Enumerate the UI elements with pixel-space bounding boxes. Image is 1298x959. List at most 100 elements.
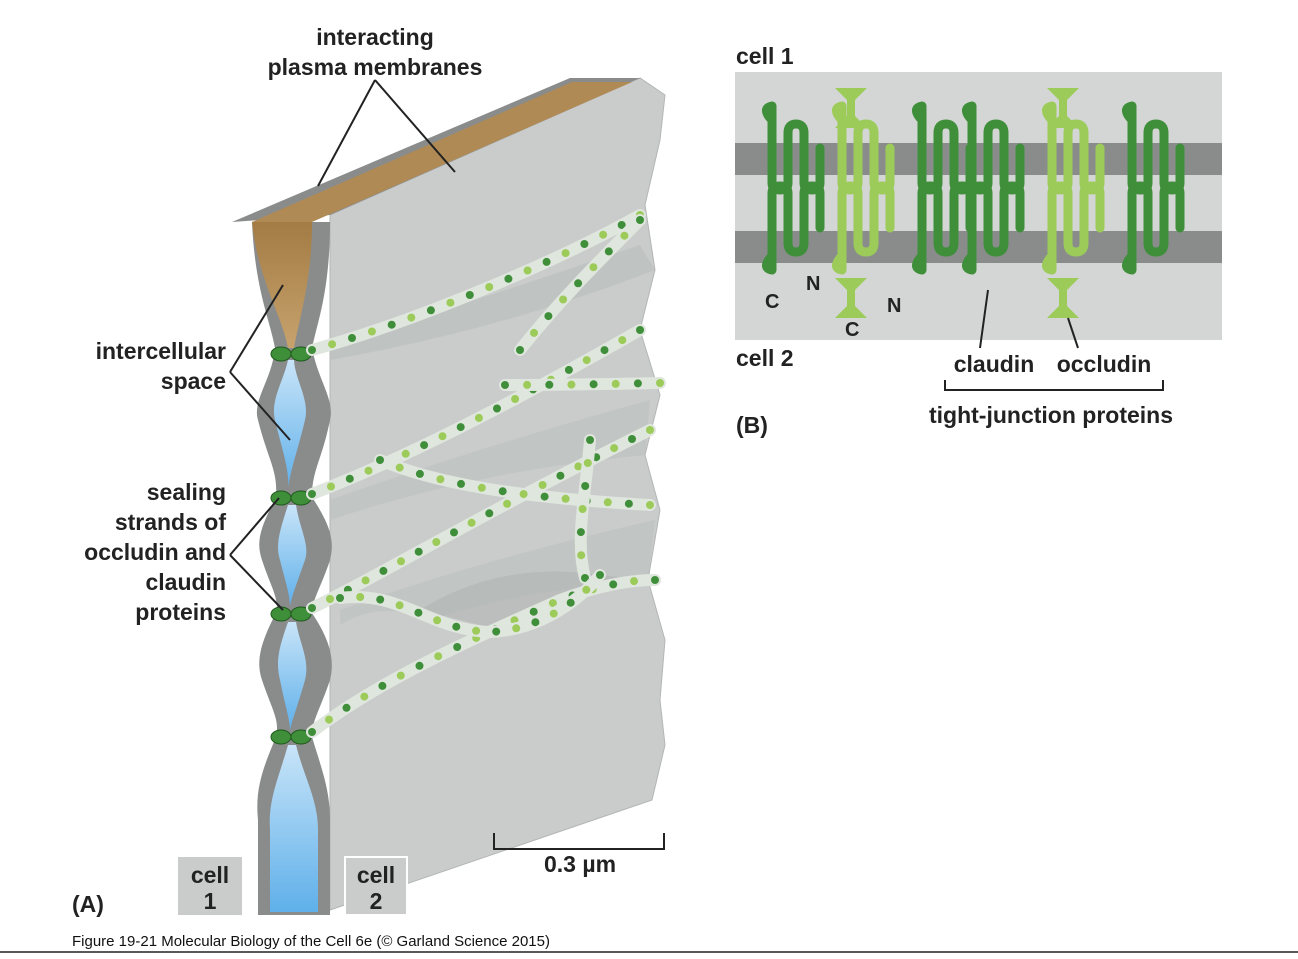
strand-bead [577, 551, 586, 560]
figure-caption: Figure 19-21 Molecular Biology of the Ce… [72, 933, 550, 950]
strand-bead [308, 346, 316, 354]
strand-bead [611, 379, 620, 388]
strand-bead [561, 494, 570, 503]
claudin-molecule [912, 181, 975, 275]
strand-bead [345, 474, 354, 483]
strand-bead [456, 423, 465, 432]
strand-bead [578, 505, 587, 513]
strand-groove [374, 454, 656, 511]
strand-bead [450, 528, 458, 537]
strand-bead [342, 703, 351, 712]
strand-bead [376, 456, 384, 464]
fold-shade [330, 400, 650, 520]
occludin-tail [835, 88, 867, 128]
occludin-molecule [832, 181, 895, 275]
strand-bead [609, 580, 618, 589]
label-strands-2: strands of [115, 509, 227, 535]
claudin-c-terminus: C [765, 291, 779, 313]
occludin-tail [835, 278, 867, 318]
strand-bead [379, 566, 388, 575]
strand-bead [367, 327, 376, 336]
strand-bead [474, 413, 483, 422]
strand-bead [561, 249, 570, 258]
cell1-box [178, 857, 242, 915]
strand-bead [465, 291, 474, 299]
strand-bead [327, 482, 335, 491]
strand-bead [582, 356, 591, 365]
strand-bead [581, 482, 590, 490]
strand-bead [472, 626, 481, 635]
strand-bead [414, 547, 423, 556]
fold-shade [330, 245, 655, 360]
strand-bead [453, 643, 462, 651]
strand-bead [529, 607, 538, 616]
strand-bead [581, 574, 589, 582]
strand-bead [530, 328, 538, 337]
strand-bead [433, 616, 442, 625]
strand-bead [434, 652, 443, 661]
strand-bead [574, 279, 583, 288]
strand-bead [603, 498, 612, 507]
label-strands-1: sealing [147, 479, 226, 505]
strand-bead [633, 379, 642, 388]
strand-bead [540, 492, 549, 501]
strand-bead [542, 257, 551, 266]
claudin-molecule [962, 181, 1025, 275]
strand-bead [512, 624, 521, 633]
intercellular-space-blue [277, 505, 307, 606]
panel-a-diagram: cell 1 cell 2 0.3 µm interacting plasma … [72, 24, 666, 917]
strand-bead [567, 380, 576, 389]
strand-bead [396, 671, 405, 680]
strand-bead [503, 499, 512, 508]
strand-bead [583, 459, 592, 467]
strand-bead [636, 216, 644, 224]
strand-bead [415, 469, 424, 478]
label-interacting: interacting [316, 24, 434, 50]
intercellular-space-blue [273, 360, 307, 490]
strand-bead [589, 263, 598, 272]
strand-bead [600, 346, 609, 355]
strand-bead [574, 462, 583, 471]
strand-bead [582, 585, 591, 594]
occludin-n-terminus: N [887, 295, 901, 317]
panel-b-diagram: cell 1 cell 2 C N C N claudin occludin t… [735, 43, 1222, 438]
cell1-box-line2: 1 [204, 888, 217, 914]
strand-bead [438, 432, 447, 441]
strand-bead [519, 490, 528, 499]
strand-bead [596, 571, 604, 579]
strand-bead [646, 501, 654, 509]
strand-bead [308, 490, 316, 498]
strand-bead [586, 436, 594, 444]
strand-bead [420, 441, 429, 450]
strand-bead [485, 283, 494, 291]
strand-bead [559, 295, 568, 304]
strand-bead [356, 593, 365, 601]
strand-bead [387, 320, 396, 329]
strand-bead [580, 240, 589, 248]
strand-bead [452, 622, 461, 631]
strand-bead [426, 306, 435, 315]
strand-bead [556, 471, 565, 480]
strand-bead [415, 661, 424, 670]
strand-bead [620, 231, 629, 240]
label-plasma-membranes: plasma membranes [268, 54, 483, 80]
strand-bead [467, 518, 476, 527]
strand-bead [610, 444, 619, 453]
occludin-tail [1047, 88, 1079, 128]
cell1-box-line1: cell [191, 862, 229, 888]
strand-bead [325, 715, 333, 724]
strand-bead [548, 599, 557, 608]
strand-bead [360, 692, 369, 701]
strand-bead [531, 618, 540, 627]
strand-bead [457, 479, 465, 488]
strand-bead [516, 346, 524, 354]
scale-bar [493, 833, 665, 850]
label-strands-5: proteins [135, 599, 226, 625]
strand-bead [397, 557, 405, 566]
strand-bead [378, 681, 387, 690]
seal-junctions [270, 346, 312, 745]
scale-bar-label: 0.3 µm [544, 851, 616, 877]
intercellular-space-blue [269, 745, 318, 912]
strand-bead [576, 528, 585, 537]
